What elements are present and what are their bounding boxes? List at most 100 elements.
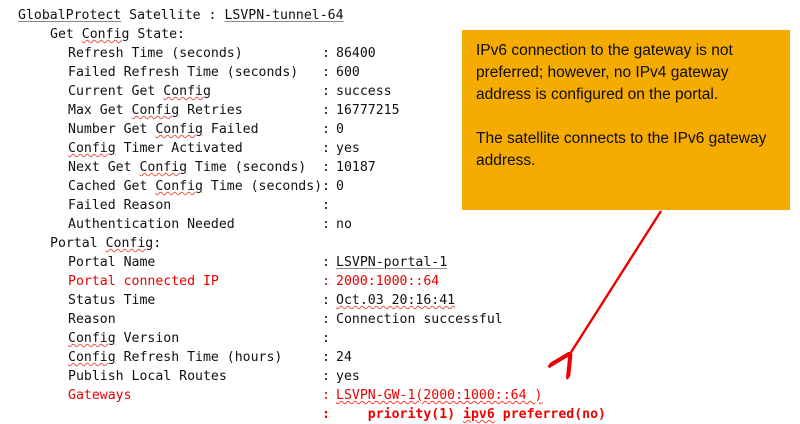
detail-indent <box>336 407 368 422</box>
row-label-part-a: Next Get <box>68 160 140 175</box>
header-prefix: GlobalProtect <box>18 8 122 23</box>
row-label: Refresh Time (seconds) <box>68 46 243 61</box>
row-value: priority(1) ipv6 preferred(no) <box>336 405 606 424</box>
section-title-part-a: Portal <box>50 236 106 251</box>
row-label-part-b: Config <box>155 122 203 137</box>
row-value: 86400 <box>336 46 376 61</box>
row-portal-name: Portal Name: LSVPN-portal-1 <box>0 253 447 272</box>
row-cached-get-config-time: Cached Get Config Time (seconds):0 <box>0 177 344 196</box>
row-refresh-time: Refresh Time (seconds):86400 <box>0 44 376 63</box>
row-config-timer-activated: Config Timer Activated: yes <box>0 139 360 158</box>
row-current-get-config: Current Get Config: success <box>0 82 392 101</box>
row-max-get-config-retries: Max Get Config Retries:16777215 <box>0 101 400 120</box>
row-value: success <box>336 84 392 99</box>
callout-box: IPv6 connection to the gateway is not pr… <box>462 30 790 210</box>
row-label-part-a: Current Get <box>68 84 164 99</box>
row-colon: : <box>322 198 330 213</box>
row-label-part-b: Config <box>155 179 203 194</box>
section-title-part-b: Config <box>81 27 130 42</box>
callout-paragraph-2: The satellite connects to the IPv6 gatew… <box>476 130 767 169</box>
row-label-part-a: Max Get <box>68 103 132 118</box>
row-label: Portal connected IP <box>68 274 219 289</box>
row-config-refresh-time: Config Refresh Time (hours):24 <box>0 348 352 367</box>
row-label-part-a: Number Get <box>68 122 156 137</box>
detail-preferred: preferred(no) <box>494 407 606 422</box>
row-value: Connection successful <box>336 312 503 327</box>
row-status-time: Status Time:Oct.03 20:16:41 <box>0 291 455 310</box>
row-label: Next Get Config Time (seconds) <box>68 158 322 177</box>
row-gateways: Gateways: LSVPN-GW-1(2000:1000::64 ) <box>0 386 542 405</box>
row-colon: : <box>322 274 330 289</box>
row-value: 0 <box>336 122 344 137</box>
row-value: LSVPN-portal-1 <box>336 255 448 270</box>
row-colon: : <box>322 350 330 365</box>
row-value: no <box>336 217 352 232</box>
row-label: Config Refresh Time (hours) <box>68 348 322 367</box>
row-label: Failed Refresh Time (seconds) <box>68 65 299 80</box>
row-label-part-b: Config <box>163 84 211 99</box>
header-value: LSVPN-tunnel-64 <box>224 8 344 23</box>
row-colon: : <box>322 160 330 175</box>
row-colon: : <box>322 255 330 270</box>
row-label: Gateways <box>68 388 132 403</box>
row-label: Current Get Config <box>68 82 322 101</box>
row-label-part-c: Failed <box>202 122 259 137</box>
row-gateway-priority-detail: : priority(1) ipv6 preferred(no) <box>0 405 606 424</box>
row-colon: : <box>322 331 330 346</box>
section-title-part-c: : <box>153 236 162 251</box>
row-label-part-c: Timer Activated <box>115 141 243 156</box>
row-colon: : <box>322 407 330 422</box>
row-value: yes <box>336 369 360 384</box>
row-label: Max Get Config Retries <box>68 101 322 120</box>
row-colon: : <box>322 217 330 232</box>
row-value: 2000:1000::64 <box>336 274 440 289</box>
row-number-get-config-failed: Number Get Config Failed:0 <box>0 120 344 139</box>
section-title-portal-config: Portal Config: <box>0 234 161 253</box>
row-value: 24 <box>336 350 352 365</box>
row-label: Failed Reason <box>68 198 172 213</box>
row-label-part-b: Config <box>139 160 188 175</box>
row-label: Authentication Needed <box>68 217 235 232</box>
row-label: Config Timer Activated <box>68 139 322 158</box>
row-value: LSVPN-GW-1(2000:1000::64 ) <box>336 388 543 403</box>
row-colon: : <box>322 179 330 194</box>
row-colon: : <box>322 293 330 308</box>
row-colon: : <box>322 46 330 61</box>
row-label: Cached Get Config Time (seconds) <box>68 177 322 196</box>
row-label: Publish Local Routes <box>68 369 227 384</box>
row-colon: : <box>322 65 330 80</box>
row-label-part-b: Config <box>68 331 116 346</box>
row-label-part-c: Time (seconds) <box>202 179 323 194</box>
row-colon: : <box>322 84 330 99</box>
row-label: Config Version <box>68 329 322 348</box>
row-portal-connected-ip: Portal connected IP:2000:1000::64 <box>0 272 439 291</box>
terminal-header-line: GlobalProtect Satellite : LSVPN-tunnel-6… <box>0 6 344 25</box>
header-middle: Satellite : <box>121 8 225 23</box>
detail-ipv6: ipv6 <box>463 407 495 422</box>
row-value: 600 <box>336 65 360 80</box>
row-label: Reason <box>68 312 116 327</box>
row-label-part-c: Retries <box>179 103 243 118</box>
callout-paragraph-1: IPv6 connection to the gateway is not pr… <box>476 42 733 103</box>
row-colon: : <box>322 103 330 118</box>
row-failed-reason: Failed Reason: <box>0 196 336 215</box>
row-colon: : <box>322 141 330 156</box>
row-next-get-config-time: Next Get Config Time (seconds):10187 <box>0 158 376 177</box>
section-title-get-config-state: Get Config State: <box>0 25 185 44</box>
row-colon: : <box>322 369 330 384</box>
row-value: yes <box>336 141 360 156</box>
row-value: 0 <box>336 179 344 194</box>
row-label: Number Get Config Failed <box>68 120 322 139</box>
row-config-version: Config Version: <box>0 329 336 348</box>
row-label-part-c: Time (seconds) <box>187 160 307 175</box>
row-authentication-needed: Authentication Needed: no <box>0 215 352 234</box>
row-colon: : <box>322 388 330 403</box>
row-publish-local-routes: Publish Local Routes: yes <box>0 367 360 386</box>
row-label-part-b: Config <box>68 141 116 156</box>
row-label-part-b: Config <box>68 350 116 365</box>
row-label: Status Time <box>68 293 156 308</box>
row-label: Portal Name <box>68 255 156 270</box>
section-title-part-c: State: <box>129 27 185 42</box>
row-label-part-b: Config <box>131 103 180 118</box>
row-label-part-a: Cached Get <box>68 179 156 194</box>
